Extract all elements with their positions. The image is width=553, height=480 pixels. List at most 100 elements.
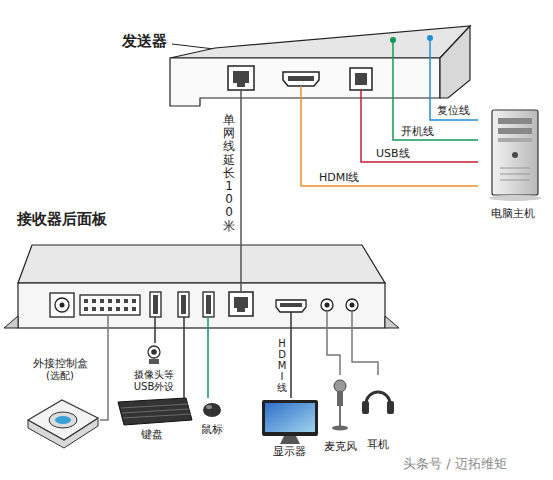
receiver-wire-stubs (326, 311, 328, 335)
device-node: 耳机 (360, 375, 396, 453)
sender-wire-stubs (360, 90, 362, 110)
receiver-wire-stubs (183, 317, 185, 335)
connector-wire (183, 335, 185, 398)
receiver-ports (229, 292, 253, 316)
receiver-ports (50, 292, 358, 317)
receiver-ports (153, 295, 158, 314)
keyboard-figure (118, 398, 192, 425)
camera-figure (151, 349, 157, 355)
node-label: 外接控制盒 (33, 357, 88, 370)
device-node: 外接控制盒(选配) (20, 355, 100, 465)
receiver-wire-stubs (107, 315, 109, 335)
receiver-box (385, 316, 399, 328)
node-label: 摄像头等 USB外设 (131, 369, 177, 393)
wire-label: 单网线延长100米 (222, 114, 236, 233)
sender-ports (228, 35, 433, 90)
computer-tower (489, 110, 541, 201)
wire-label: USB线 (375, 147, 411, 160)
node-label: 键盘 (141, 428, 163, 441)
monitor-figure (262, 400, 318, 444)
sender-wire-stubs (241, 38, 430, 110)
device-node: 显示器 (255, 398, 323, 460)
connector-wire (327, 335, 340, 375)
mouse-figure (206, 405, 212, 409)
receiver-ports (55, 298, 69, 312)
device-node: 键盘 (112, 398, 192, 443)
computer-tower (492, 110, 538, 195)
control-box-figure (55, 416, 71, 424)
receiver-ports (203, 292, 214, 317)
camera-figure (148, 346, 160, 358)
node-label: 鼠标 (201, 423, 223, 436)
receiver-wire-stubs (351, 311, 353, 335)
sender-ports (288, 76, 314, 81)
sender-card (172, 44, 214, 49)
receiver-ports (237, 308, 245, 312)
connector-wire (207, 335, 209, 398)
receiver-ports (346, 299, 358, 311)
microphone-figure (334, 380, 346, 392)
receiver-ports (178, 292, 189, 317)
receiver-box (18, 283, 385, 328)
headphones-figure (362, 401, 369, 414)
receiver-box (4, 316, 18, 328)
watermark: 头条号 / 迈拓维矩 (403, 455, 507, 473)
connector-wire (100, 335, 108, 420)
receiver-ports (50, 293, 74, 317)
node-label: 电脑主机 (491, 207, 535, 220)
sender-wire-stubs (429, 38, 431, 110)
mouse-figure (203, 403, 221, 417)
sender-ports (350, 68, 372, 90)
microphone-figure (332, 380, 348, 431)
receiver-ports (350, 303, 355, 308)
mouse-figure (203, 403, 221, 417)
receiver-ports (276, 300, 306, 312)
sender-ports (237, 83, 245, 87)
computer-tower (498, 138, 532, 142)
node-note: (选配) (46, 370, 74, 382)
receiver-ports (234, 297, 248, 308)
camera-figure (148, 346, 160, 364)
computer-tower (498, 128, 532, 134)
device-node: 发送器 (120, 30, 475, 110)
receiver-ports (280, 303, 302, 307)
receiver-ports (321, 299, 333, 311)
node-label: 耳机 (367, 438, 389, 451)
node-label: 接收器后面板 (17, 210, 107, 228)
monitor-figure (280, 436, 300, 444)
control-box-figure (28, 400, 98, 448)
control-box-figure (49, 412, 77, 428)
sender-ports (233, 71, 249, 83)
wire-label: HDMI线 (276, 338, 288, 393)
receiver-ports (60, 303, 65, 308)
wire-label: 开机线 (400, 125, 435, 138)
receiver-box (4, 245, 399, 328)
microphone-figure (332, 426, 348, 431)
control-box-figure (28, 400, 98, 440)
receiver-ports (325, 303, 330, 308)
connector-wire (301, 110, 478, 186)
computer-tower (500, 168, 530, 169)
receiver-ports (84, 299, 136, 311)
receiver-ports (80, 295, 140, 315)
microphone-figure (337, 392, 343, 406)
monitor-figure (262, 400, 318, 436)
connector-wire (240, 110, 242, 208)
computer-tower (500, 174, 530, 175)
receiver-ports (181, 295, 186, 314)
device-node: 电脑主机 (478, 100, 548, 222)
device-node: 麦克风 (321, 375, 360, 455)
sender-card (440, 26, 470, 98)
sender-wire-stubs (392, 40, 394, 110)
device-node: 接收器后面板 (15, 208, 390, 335)
monitor-figure (265, 403, 315, 432)
node-label: 发送器 (122, 32, 167, 50)
connector-wire (361, 110, 478, 162)
microphone-figure (339, 406, 341, 426)
receiver-wire-stubs (240, 208, 242, 292)
sender-wire-stubs (240, 90, 242, 110)
wire-label: HDMI线 (318, 171, 360, 184)
